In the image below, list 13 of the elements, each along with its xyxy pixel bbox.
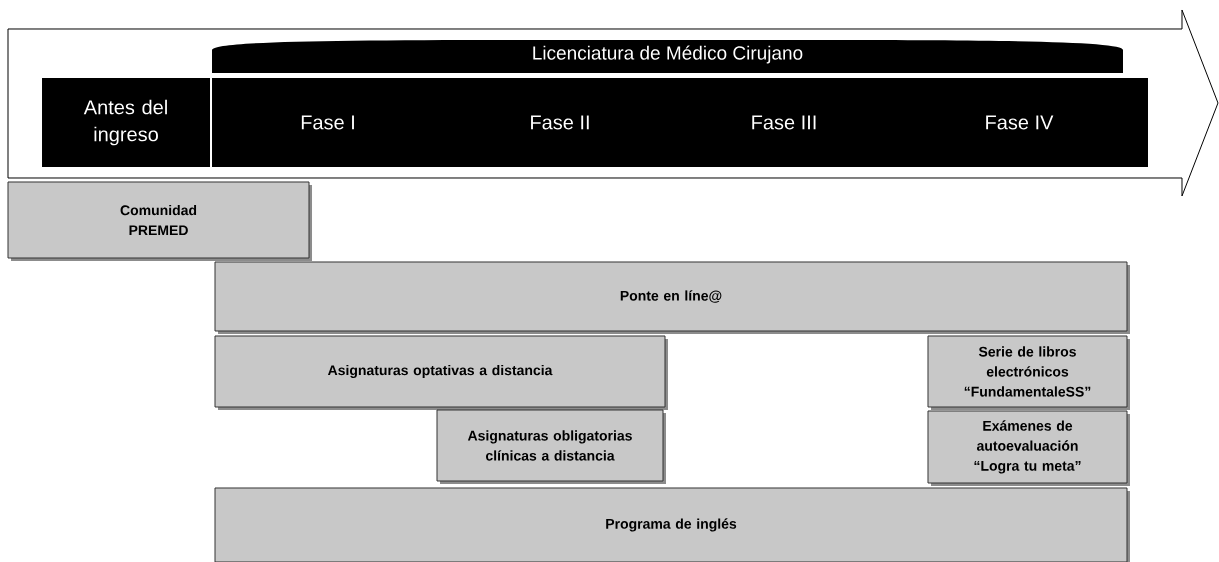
program-banner: Licenciatura de Médico Cirujano [212,40,1123,73]
program-box: Comunidad PREMED [7,181,312,261]
node-label: Fase III [752,115,816,130]
node-label: Fase I [301,115,354,130]
program-box: Programa de inglés [214,487,1130,562]
program-box: Exámenes de autoevaluación “Logra tu meta” [927,410,1130,486]
node-label: Fase IV [986,115,1054,130]
program-box: Serie de libros electrónicos “FundamentaleSS” [927,335,1130,410]
node-label: Fase II [531,115,589,130]
program-box: Asignaturas obligatorias clínicas a distancia [436,409,666,484]
stage-box: Antes del ingreso [42,78,210,167]
phase-band: Fase I Fase II Fase III Fase IV [212,78,1148,167]
node-label: Antes del ingreso [83,99,167,146]
